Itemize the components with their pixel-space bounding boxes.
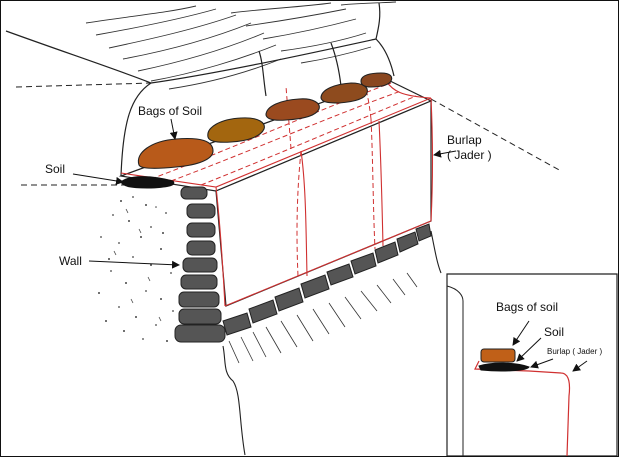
inset-burlap-line xyxy=(474,360,571,456)
arrow-inset-burlap-right xyxy=(572,360,588,372)
inset-soil-bag xyxy=(480,348,516,363)
soil-bag xyxy=(207,117,265,143)
hillside-outline xyxy=(5,2,395,177)
soil-bag xyxy=(320,82,368,104)
arrow-bags-of-soil xyxy=(169,118,178,140)
wall-stone xyxy=(186,203,216,219)
arrow-inset-bags xyxy=(512,320,530,346)
slope-hatching xyxy=(85,1,397,90)
loose-earth-ticks xyxy=(113,208,162,322)
stone-wall-column xyxy=(174,186,226,343)
wall-stone xyxy=(415,223,432,242)
wall-stone xyxy=(222,312,252,336)
ground-outline xyxy=(222,230,442,456)
wall-stone xyxy=(180,274,218,290)
label-soil: Soil xyxy=(45,162,66,176)
label-burlap-jader: ( Jader ) xyxy=(447,148,492,162)
loose-earth xyxy=(98,196,174,342)
arrow-inset-soil xyxy=(516,337,542,362)
wall-stone xyxy=(326,263,354,286)
wall-stone xyxy=(186,240,216,256)
wall-stone xyxy=(174,324,226,343)
soil-bag xyxy=(265,98,320,121)
wall-stone xyxy=(180,186,208,200)
reference-lines xyxy=(15,82,562,186)
wall-stone xyxy=(248,299,278,324)
wall-stone xyxy=(186,222,216,238)
inset-soil-strip xyxy=(478,362,530,372)
soil-strip xyxy=(120,176,175,189)
wall-stone xyxy=(396,231,419,253)
soil-bag xyxy=(360,72,393,88)
wall-stone xyxy=(374,241,399,264)
arrow-wall xyxy=(88,260,180,269)
ground-hatching xyxy=(228,272,418,364)
label-wall: Wall xyxy=(59,254,82,268)
wall-stone xyxy=(178,308,222,325)
label-inset-bags-of-soil: Bags of soil xyxy=(496,300,559,314)
arrow-inset-burlap xyxy=(530,358,554,369)
burlap-lines xyxy=(120,80,434,307)
arrow-burlap xyxy=(433,149,457,158)
label-burlap: Burlap xyxy=(447,133,482,147)
stone-wall-base xyxy=(222,223,432,336)
soil-bag xyxy=(137,137,214,169)
pointer-arrows xyxy=(72,118,588,372)
arrow-soil xyxy=(72,173,124,185)
inset-wall-outline xyxy=(446,285,464,456)
wall-stone xyxy=(274,287,304,312)
wall-stone xyxy=(178,291,220,308)
label-inset-burlap: Burlap ( Jader ) xyxy=(547,347,603,356)
label-inset-soil: Soil xyxy=(544,325,565,339)
wall-stone xyxy=(300,274,330,299)
soil-bags xyxy=(137,72,393,169)
label-bags-of-soil: Bags of Soil xyxy=(138,104,203,118)
wall-stone xyxy=(182,257,218,273)
wall-stone xyxy=(350,252,377,275)
